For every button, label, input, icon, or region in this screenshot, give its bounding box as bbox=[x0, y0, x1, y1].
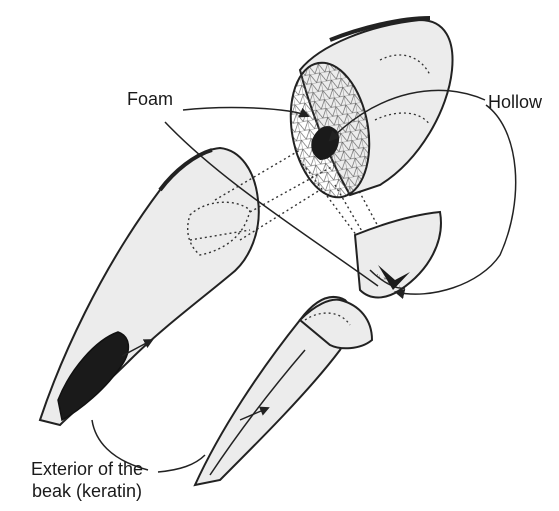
upper-beak-shell bbox=[40, 148, 259, 425]
exterior-label-line2: beak (keratin) bbox=[14, 480, 160, 502]
foam-label: Foam bbox=[127, 88, 173, 110]
exterior-label: Exterior of the beak (keratin) bbox=[14, 458, 160, 502]
exterior-label-line1: Exterior of the bbox=[14, 458, 160, 480]
hollow-label: Hollow bbox=[488, 91, 542, 113]
